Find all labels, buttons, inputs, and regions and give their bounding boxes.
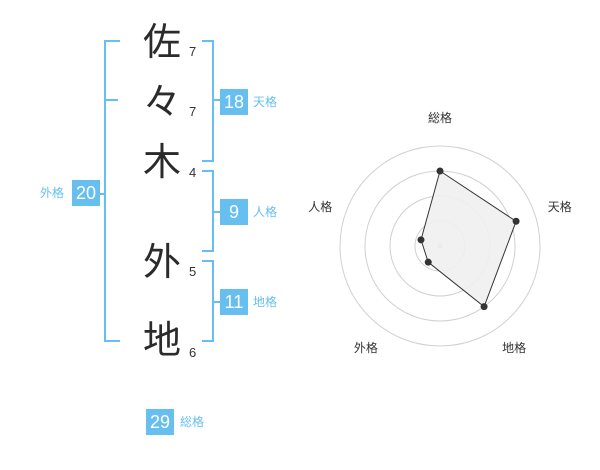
gaikaku-badge: 20 bbox=[72, 180, 100, 206]
stroke-count-5: 6 bbox=[189, 345, 197, 360]
radar-area bbox=[420, 170, 517, 308]
radar-point-2 bbox=[512, 217, 520, 225]
gaikaku-label: 外格 bbox=[40, 186, 65, 200]
tenkaku-label: 天格 bbox=[253, 95, 278, 109]
tenkaku-bracket bbox=[202, 40, 214, 162]
tenkaku-connector bbox=[212, 99, 220, 101]
radar-ring-1 bbox=[339, 145, 541, 347]
radar-point-3 bbox=[480, 303, 488, 311]
radar-point-4 bbox=[424, 258, 432, 266]
soukaku-label: 総格 bbox=[180, 415, 205, 429]
chikaku-label: 地格 bbox=[253, 295, 278, 309]
stroke-count-1: 7 bbox=[189, 44, 197, 59]
name-char-5: 地 bbox=[142, 318, 181, 362]
jinkaku-badge: 9 bbox=[220, 199, 248, 225]
chikaku-badge: 11 bbox=[220, 289, 248, 315]
radar-axis-label-2: 天格 bbox=[548, 199, 572, 214]
jinkaku-label: 人格 bbox=[253, 205, 278, 219]
soukaku-badge: 29 bbox=[146, 409, 174, 435]
chikaku-connector bbox=[212, 301, 220, 303]
stroke-count-3: 4 bbox=[189, 165, 197, 180]
name-char-2: 々 bbox=[142, 80, 181, 124]
radar-axis-label-1: 総格 bbox=[428, 110, 452, 125]
radar-point-1 bbox=[436, 167, 444, 175]
gaikaku-bracket bbox=[104, 40, 120, 342]
tenkaku-badge: 18 bbox=[220, 89, 248, 115]
name-char-4: 外 bbox=[142, 240, 181, 284]
jinkaku-connector bbox=[212, 211, 220, 213]
radar-axis-label-5: 人格 bbox=[308, 199, 332, 214]
stroke-count-4: 5 bbox=[189, 264, 197, 279]
gaikaku-bracket-mid-tick bbox=[104, 99, 118, 101]
stroke-count-2: 7 bbox=[189, 104, 197, 119]
radar-axis-label-3: 地格 bbox=[502, 340, 526, 355]
name-char-3: 木 bbox=[142, 140, 181, 184]
name-char-1: 佐 bbox=[142, 20, 181, 64]
radar-axis-label-4: 外格 bbox=[354, 340, 378, 355]
radar-point-5 bbox=[417, 236, 425, 244]
radar-points bbox=[417, 167, 520, 311]
gaikaku-connector bbox=[98, 193, 106, 195]
